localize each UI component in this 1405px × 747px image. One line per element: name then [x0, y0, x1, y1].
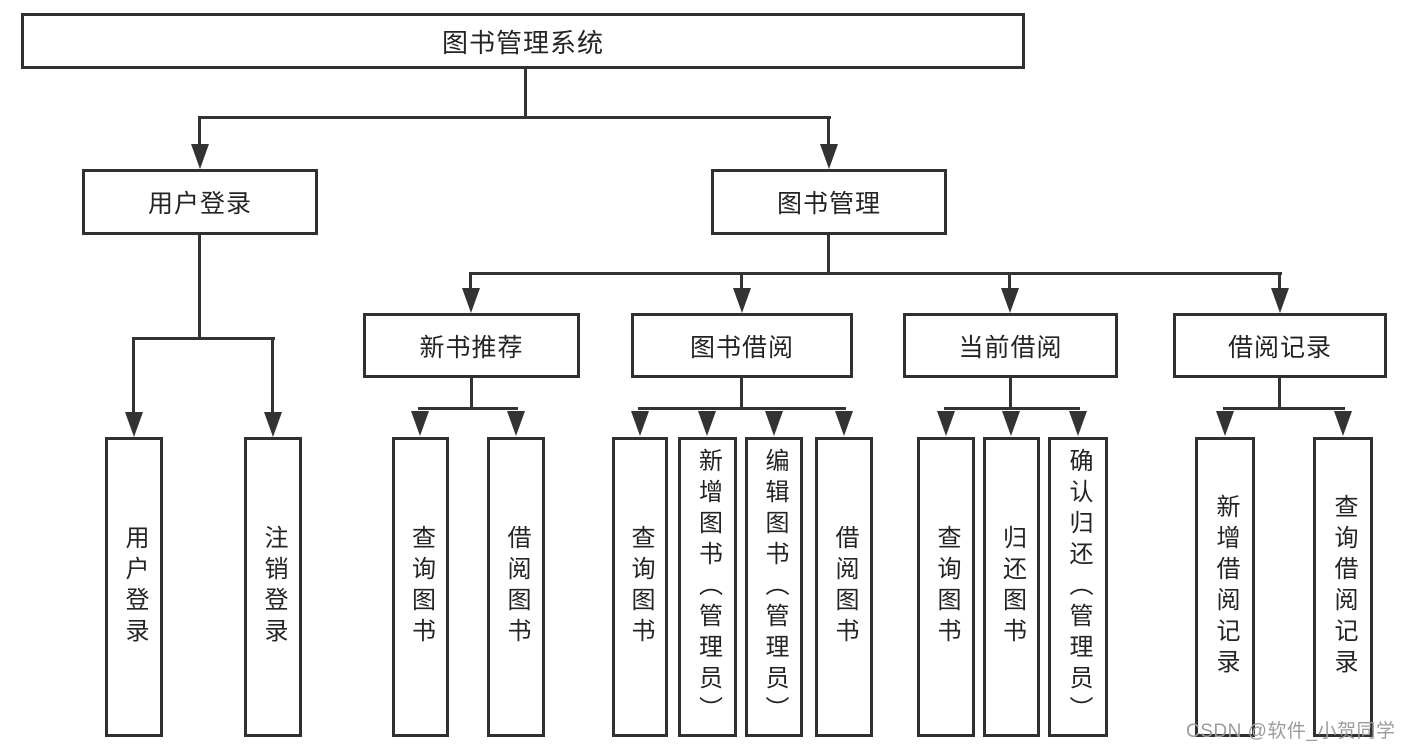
- connector-borrowing-records-branch: [1223, 407, 1345, 410]
- node-leaf-logout: 注销登录: [244, 437, 302, 737]
- connector-borrowing-records-trunk: [1278, 378, 1281, 409]
- connector-stub-book-borrowing: [740, 272, 743, 290]
- arrow-to-leaf-logout: [264, 412, 282, 437]
- connector-new-book-trunk: [470, 378, 473, 409]
- connector-user-login-branch: [132, 337, 275, 340]
- connector-book-management-trunk: [827, 235, 830, 275]
- arrow-to-return-books: [1002, 411, 1020, 436]
- arrow-to-query-books-1: [411, 411, 429, 436]
- node-label: 新增图书（管理员）: [694, 447, 722, 727]
- node-label: 当前借阅: [958, 333, 1063, 362]
- node-query-books-1: 查询图书: [392, 437, 449, 737]
- arrow-to-borrowing-records: [1271, 288, 1289, 313]
- connector-current-borrowing-branch: [944, 407, 1080, 410]
- arrow-to-edit-books-admin: [765, 411, 783, 436]
- connector-user-login-trunk: [198, 235, 201, 339]
- arrow-to-book-borrowing: [733, 288, 751, 313]
- node-label: 用户登录: [121, 525, 148, 649]
- node-label: 图书管理系统: [441, 27, 604, 58]
- node-label: 归还图书: [998, 525, 1026, 649]
- node-edit-books-admin: 编辑图书（管理员）: [745, 437, 803, 737]
- node-label: 图书管理: [776, 190, 881, 218]
- node-label: 编辑图书（管理员）: [761, 447, 788, 727]
- node-label: 新增借阅记录: [1212, 494, 1239, 680]
- node-label: 借阅记录: [1227, 333, 1332, 362]
- arrow-to-leaf-user-login: [125, 412, 143, 437]
- arrow-to-current-borrowing: [1001, 288, 1019, 313]
- arrow-to-query-books-2: [631, 411, 649, 436]
- arrow-to-query-borrow-record: [1334, 411, 1352, 436]
- arrow-to-add-borrow-record: [1216, 411, 1234, 436]
- node-query-books-3: 查询图书: [917, 437, 975, 737]
- node-borrowing-records: 借阅记录: [1173, 313, 1387, 378]
- arrow-to-confirm-return-admin: [1069, 411, 1087, 436]
- connector-stub-borrowing-records: [1278, 272, 1281, 290]
- node-label: 借阅图书: [831, 525, 858, 649]
- node-label: 借阅图书: [503, 525, 530, 649]
- node-query-books-2: 查询图书: [612, 437, 668, 737]
- node-add-borrow-record: 新增借阅记录: [1195, 437, 1255, 737]
- node-user-login: 用户登录: [82, 169, 318, 235]
- node-book-borrowing: 图书借阅: [631, 313, 853, 378]
- connector-stub-leaf-logout: [271, 337, 274, 414]
- connector-level3-branch: [469, 272, 1282, 275]
- node-borrow-books-2: 借阅图书: [815, 437, 873, 737]
- node-new-book-recommend: 新书推荐: [363, 313, 580, 378]
- node-borrow-books-1: 借阅图书: [487, 437, 545, 737]
- node-leaf-user-login: 用户登录: [105, 437, 163, 737]
- connector-stub-current-borrowing: [1008, 272, 1011, 290]
- connector-level2-branch: [198, 116, 831, 119]
- connector-book-borrowing-trunk: [740, 378, 743, 409]
- node-label: 查询图书: [933, 525, 960, 649]
- connector-stub-book-management: [827, 116, 830, 146]
- node-current-borrowing: 当前借阅: [903, 313, 1118, 378]
- connector-current-borrowing-trunk: [1009, 378, 1012, 409]
- connector-root-trunk: [524, 69, 527, 116]
- arrow-to-book-management: [820, 144, 838, 169]
- node-label: 新书推荐: [419, 333, 524, 362]
- connector-stub-user-login: [198, 116, 201, 146]
- node-return-books: 归还图书: [983, 437, 1040, 737]
- node-label: 用户登录: [147, 190, 252, 218]
- node-add-books-admin: 新增图书（管理员）: [678, 437, 737, 737]
- arrow-to-query-books-3: [937, 411, 955, 436]
- node-query-borrow-record: 查询借阅记录: [1313, 437, 1373, 737]
- connector-stub-new-book-recommend: [469, 272, 472, 290]
- node-label: 图书借阅: [689, 333, 794, 362]
- node-label: 查询图书: [627, 525, 654, 649]
- node-label: 确认归还（管理员）: [1065, 447, 1092, 727]
- connector-stub-leaf-user-login: [132, 337, 135, 414]
- arrow-to-new-book-recommend: [462, 288, 480, 313]
- node-library-management-system: 图书管理系统: [21, 13, 1025, 69]
- connector-book-borrowing-branch: [638, 407, 846, 410]
- arrow-to-add-books-admin: [698, 411, 716, 436]
- node-confirm-return-admin: 确认归还（管理员）: [1048, 437, 1108, 737]
- connector-new-book-branch: [418, 407, 518, 410]
- node-label: 查询图书: [407, 525, 435, 649]
- csdn-watermark: CSDN @软件_小贺同学: [1186, 721, 1396, 742]
- arrow-to-borrow-books-2: [835, 411, 853, 436]
- arrow-to-user-login: [191, 144, 209, 169]
- node-book-management: 图书管理: [711, 169, 947, 235]
- node-label: 注销登录: [260, 525, 287, 649]
- arrow-to-borrow-books-1: [507, 411, 525, 436]
- node-label: 查询借阅记录: [1330, 494, 1357, 680]
